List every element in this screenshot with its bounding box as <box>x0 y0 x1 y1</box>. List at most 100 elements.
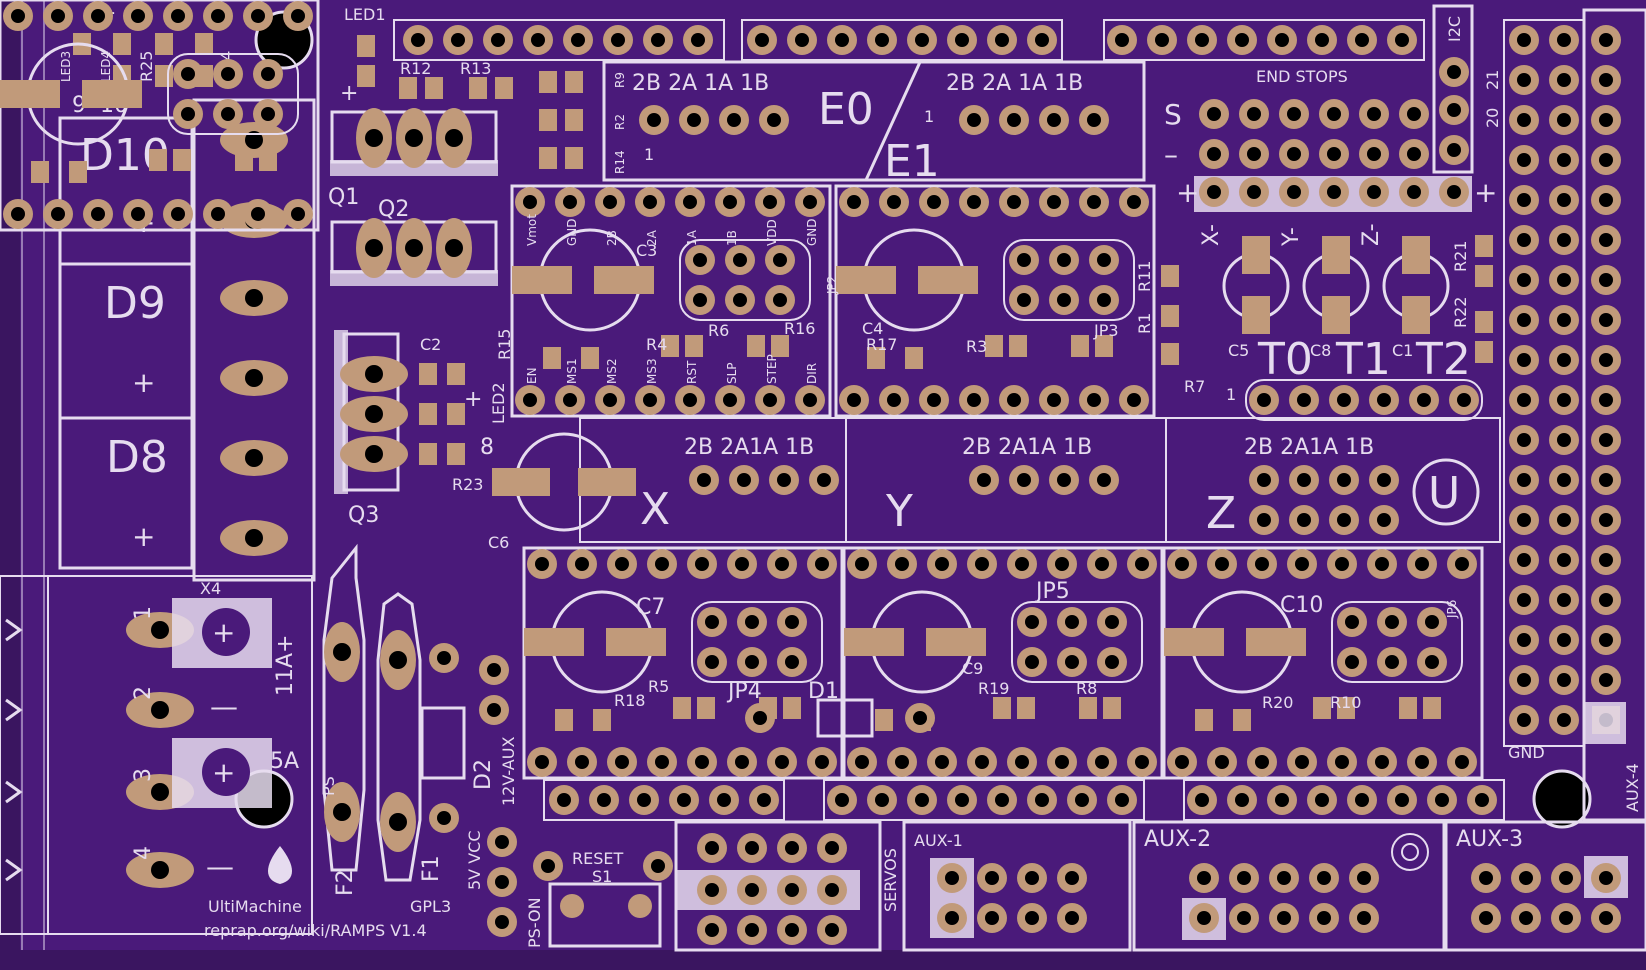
power-pin-2: 2 <box>131 686 156 700</box>
power-pin-4: 4 <box>131 846 156 860</box>
pin21-label: 21 <box>1483 70 1502 90</box>
led4-label: LED4 <box>99 51 113 82</box>
r14-label: R14 <box>613 150 627 174</box>
f2-label: F2 <box>333 869 358 896</box>
c7-label: C7 <box>636 595 665 620</box>
r1-label: R1 <box>1135 313 1154 334</box>
pin-rst: RST <box>685 360 699 384</box>
jp6-label: JP6 <box>1445 600 1459 619</box>
pin-2b: 2B <box>605 230 619 246</box>
header-pad <box>1549 465 1579 495</box>
r4-label: R4 <box>646 335 667 354</box>
aux4-pad <box>1591 385 1621 415</box>
header-pad <box>1509 345 1539 375</box>
r16-label: R16 <box>784 319 815 338</box>
minus-2: — <box>206 850 234 883</box>
f1-label: F1 <box>419 855 444 882</box>
d8-label: D8 <box>106 432 168 483</box>
y-pins-label: 2B 2A1A 1B <box>962 435 1092 460</box>
pin-ms2: MS2 <box>605 358 619 384</box>
svg-text:+: + <box>340 81 358 106</box>
x4-label: X4 <box>200 579 221 598</box>
pin-gnd2: GND <box>805 218 819 246</box>
header-pad <box>1509 105 1539 135</box>
c4-label: C4 <box>862 319 883 338</box>
d2-label: D2 <box>471 759 496 790</box>
r25-label: R25 <box>137 51 156 82</box>
q3-label: Q3 <box>348 503 379 528</box>
pin-gnd: GND <box>565 218 579 246</box>
pin-step: STEP <box>765 354 779 384</box>
e1-label: E1 <box>884 136 940 187</box>
header-pad <box>1509 585 1539 615</box>
r7-label: R7 <box>1184 377 1205 396</box>
maker-label: UltiMachine <box>208 897 302 916</box>
header-pad <box>1509 305 1539 335</box>
d9-label: D9 <box>104 278 166 329</box>
header-pad <box>1549 25 1579 55</box>
droplet-icon <box>268 846 292 884</box>
aux4-pad <box>1591 105 1621 135</box>
aux4-pad <box>1591 185 1621 215</box>
aux2-label: AUX-2 <box>1144 827 1211 852</box>
aux4-pad <box>1591 305 1621 335</box>
r21-label: R21 <box>1451 241 1470 272</box>
c3-label: C3 <box>636 241 657 260</box>
header-pad <box>1509 145 1539 175</box>
i2c-label: I2C <box>1445 16 1464 42</box>
header-pad <box>1509 425 1539 455</box>
x-axis-label: X <box>640 484 670 535</box>
header-pad <box>1549 385 1579 415</box>
header-pad <box>1549 305 1579 335</box>
header-pad <box>1549 625 1579 655</box>
t2-label: T2 <box>1415 334 1471 385</box>
pin-ms1: MS1 <box>565 358 579 384</box>
jp2-label: JP2 <box>825 276 839 295</box>
pin-vmot: Vmot <box>525 214 539 246</box>
5v-vcc-label: 5V VCC <box>465 831 484 891</box>
r13-label: R13 <box>460 59 491 78</box>
jp5-label: JP5 <box>1034 579 1070 604</box>
pin20-label: 20 <box>1483 108 1502 128</box>
svg-text:8: 8 <box>480 435 494 460</box>
reset-button[interactable] <box>548 882 662 948</box>
pin-vdd: VDD <box>765 219 779 246</box>
license-label: GPL3 <box>410 897 451 916</box>
s1-label: S1 <box>592 867 612 886</box>
aux4-pad <box>1591 665 1621 695</box>
jp3-label: JP3 <box>1093 321 1119 340</box>
header-pad <box>1509 185 1539 215</box>
z-min-label: Z- <box>1359 223 1384 246</box>
header-pad <box>1549 265 1579 295</box>
r2-label: R2 <box>613 114 627 130</box>
c8-label: C8 <box>1310 341 1331 360</box>
power-pin-1: 1 <box>131 606 156 620</box>
header-pad <box>1509 225 1539 255</box>
header-pad <box>1549 105 1579 135</box>
svg-text:+: + <box>212 616 235 649</box>
header-pad <box>1549 145 1579 175</box>
r17-label: R17 <box>866 335 897 354</box>
c10-label: C10 <box>1280 593 1323 618</box>
header-pad <box>1549 345 1579 375</box>
minus-1: — <box>210 690 238 723</box>
e1-pins-label: 2B 2A 1A 1B <box>946 71 1083 96</box>
ps-on-label: PS-ON <box>525 897 544 948</box>
c5-label: C5 <box>1228 341 1249 360</box>
z-pins-label: 2B 2A1A 1B <box>1244 435 1374 460</box>
endstops-s: S <box>1164 98 1182 131</box>
endstops-plus: + <box>1176 176 1199 209</box>
header-pad <box>1549 585 1579 615</box>
header-pad <box>1509 625 1539 655</box>
endstops-title: END STOPS <box>1256 67 1348 86</box>
r11-label: R11 <box>1135 261 1154 292</box>
pin-1a: 1A <box>685 229 699 246</box>
endstops-minus: – <box>1164 138 1178 171</box>
stepper-driver-socket <box>0 0 320 232</box>
aux4-pad <box>1591 505 1621 535</box>
5a-label: 5A <box>270 749 299 774</box>
header-pad <box>1509 385 1539 415</box>
header-pad <box>1549 425 1579 455</box>
header-pad <box>1509 705 1539 735</box>
aux3-label: AUX-3 <box>1456 827 1523 852</box>
